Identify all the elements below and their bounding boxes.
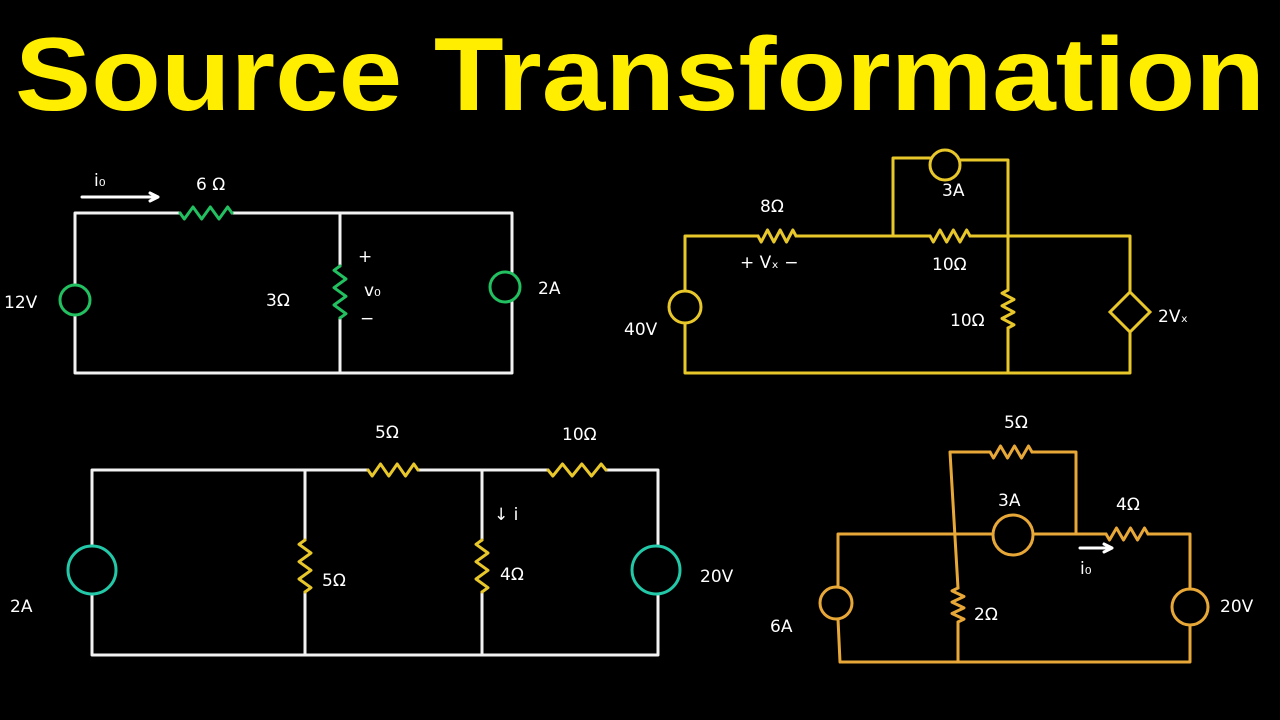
wire bbox=[836, 617, 1192, 664]
wire bbox=[958, 158, 1010, 292]
resistor-icon bbox=[928, 228, 972, 244]
vx-polarity-label: + Vₓ − bbox=[740, 253, 798, 273]
resistor-icon bbox=[332, 264, 348, 320]
resistor-icon bbox=[474, 538, 490, 594]
circuit-4: 5Ω 3A 4Ω i₀ 2Ω 6A 20V bbox=[770, 413, 1254, 664]
resistor-label: 10Ω bbox=[562, 425, 597, 445]
current-source-icon bbox=[66, 544, 118, 596]
resistor-label: 5Ω bbox=[1004, 413, 1028, 433]
voltage-source-label: 40V bbox=[624, 320, 658, 340]
current-arrow-icon bbox=[80, 191, 160, 203]
resistor-label: 5Ω bbox=[322, 571, 346, 591]
current-source-label: 2A bbox=[538, 279, 561, 299]
current-label: ↓ i bbox=[494, 505, 518, 525]
resistor-icon bbox=[756, 228, 798, 244]
wire bbox=[683, 234, 760, 293]
current-label: i₀ bbox=[1080, 559, 1092, 579]
resistor-label: 2Ω bbox=[974, 605, 998, 625]
wire bbox=[683, 321, 1132, 375]
output-voltage-label: v₀ bbox=[364, 281, 381, 301]
wire bbox=[836, 532, 995, 589]
wire bbox=[90, 468, 370, 548]
resistor-label: 6 Ω bbox=[196, 175, 225, 195]
circuit-3: 5Ω 10Ω ↓ i 5Ω 4Ω 2A 20V bbox=[10, 423, 734, 657]
resistor-label: 10Ω bbox=[932, 255, 967, 275]
voltage-source-label: 20V bbox=[1220, 597, 1254, 617]
resistor-icon bbox=[1104, 526, 1150, 542]
voltage-source-label: 12V bbox=[4, 293, 38, 313]
resistor-icon bbox=[950, 586, 966, 624]
current-source-label: 6A bbox=[770, 617, 793, 637]
current-source-label: 3A bbox=[998, 491, 1021, 511]
page-title: Source Transformation bbox=[15, 17, 1265, 133]
voltage-source-icon bbox=[667, 289, 703, 325]
resistor-label: 3Ω bbox=[266, 291, 290, 311]
resistor-icon bbox=[1000, 288, 1016, 330]
resistor-icon bbox=[988, 444, 1034, 460]
current-source-label: 2A bbox=[10, 597, 33, 617]
dependent-source-label: 2Vₓ bbox=[1158, 307, 1188, 327]
plus-sign: + bbox=[358, 247, 372, 267]
wire bbox=[73, 300, 514, 375]
wire bbox=[230, 211, 514, 274]
wire bbox=[948, 450, 992, 590]
wire bbox=[891, 156, 932, 238]
wire bbox=[73, 211, 182, 287]
resistor-icon bbox=[366, 462, 420, 478]
circuit-1: i₀ 6 Ω 12V 3Ω + v₀ − 2A bbox=[4, 171, 561, 375]
minus-sign: − bbox=[360, 309, 374, 329]
circuit-2: 8Ω + Vₓ − 3A 10Ω 10Ω 40V 2Vₓ bbox=[624, 148, 1188, 375]
resistor-icon bbox=[297, 538, 313, 594]
resistor-label: 4Ω bbox=[1116, 495, 1140, 515]
current-label: i₀ bbox=[94, 171, 106, 191]
resistor-icon bbox=[546, 462, 608, 478]
wire bbox=[90, 592, 660, 657]
resistor-label: 10Ω bbox=[950, 311, 985, 331]
resistor-icon bbox=[178, 205, 234, 221]
voltage-source-icon bbox=[58, 283, 92, 317]
voltage-source-icon bbox=[630, 544, 682, 596]
resistor-label: 5Ω bbox=[375, 423, 399, 443]
wire bbox=[1146, 532, 1192, 591]
dependent-current-source-icon bbox=[1107, 289, 1153, 335]
current-source-icon bbox=[818, 585, 854, 621]
current-source-label: 3A bbox=[942, 181, 965, 201]
resistor-label: 8Ω bbox=[760, 197, 784, 217]
current-source-icon bbox=[488, 270, 522, 304]
current-arrow-icon bbox=[1078, 542, 1114, 554]
resistor-label: 4Ω bbox=[500, 565, 524, 585]
current-source-icon bbox=[928, 148, 962, 182]
wire bbox=[1030, 450, 1078, 536]
voltage-source-label: 20V bbox=[700, 567, 734, 587]
wire bbox=[968, 234, 1132, 294]
wire bbox=[604, 468, 660, 548]
current-source-icon bbox=[991, 513, 1035, 557]
voltage-source-icon bbox=[1170, 587, 1210, 627]
